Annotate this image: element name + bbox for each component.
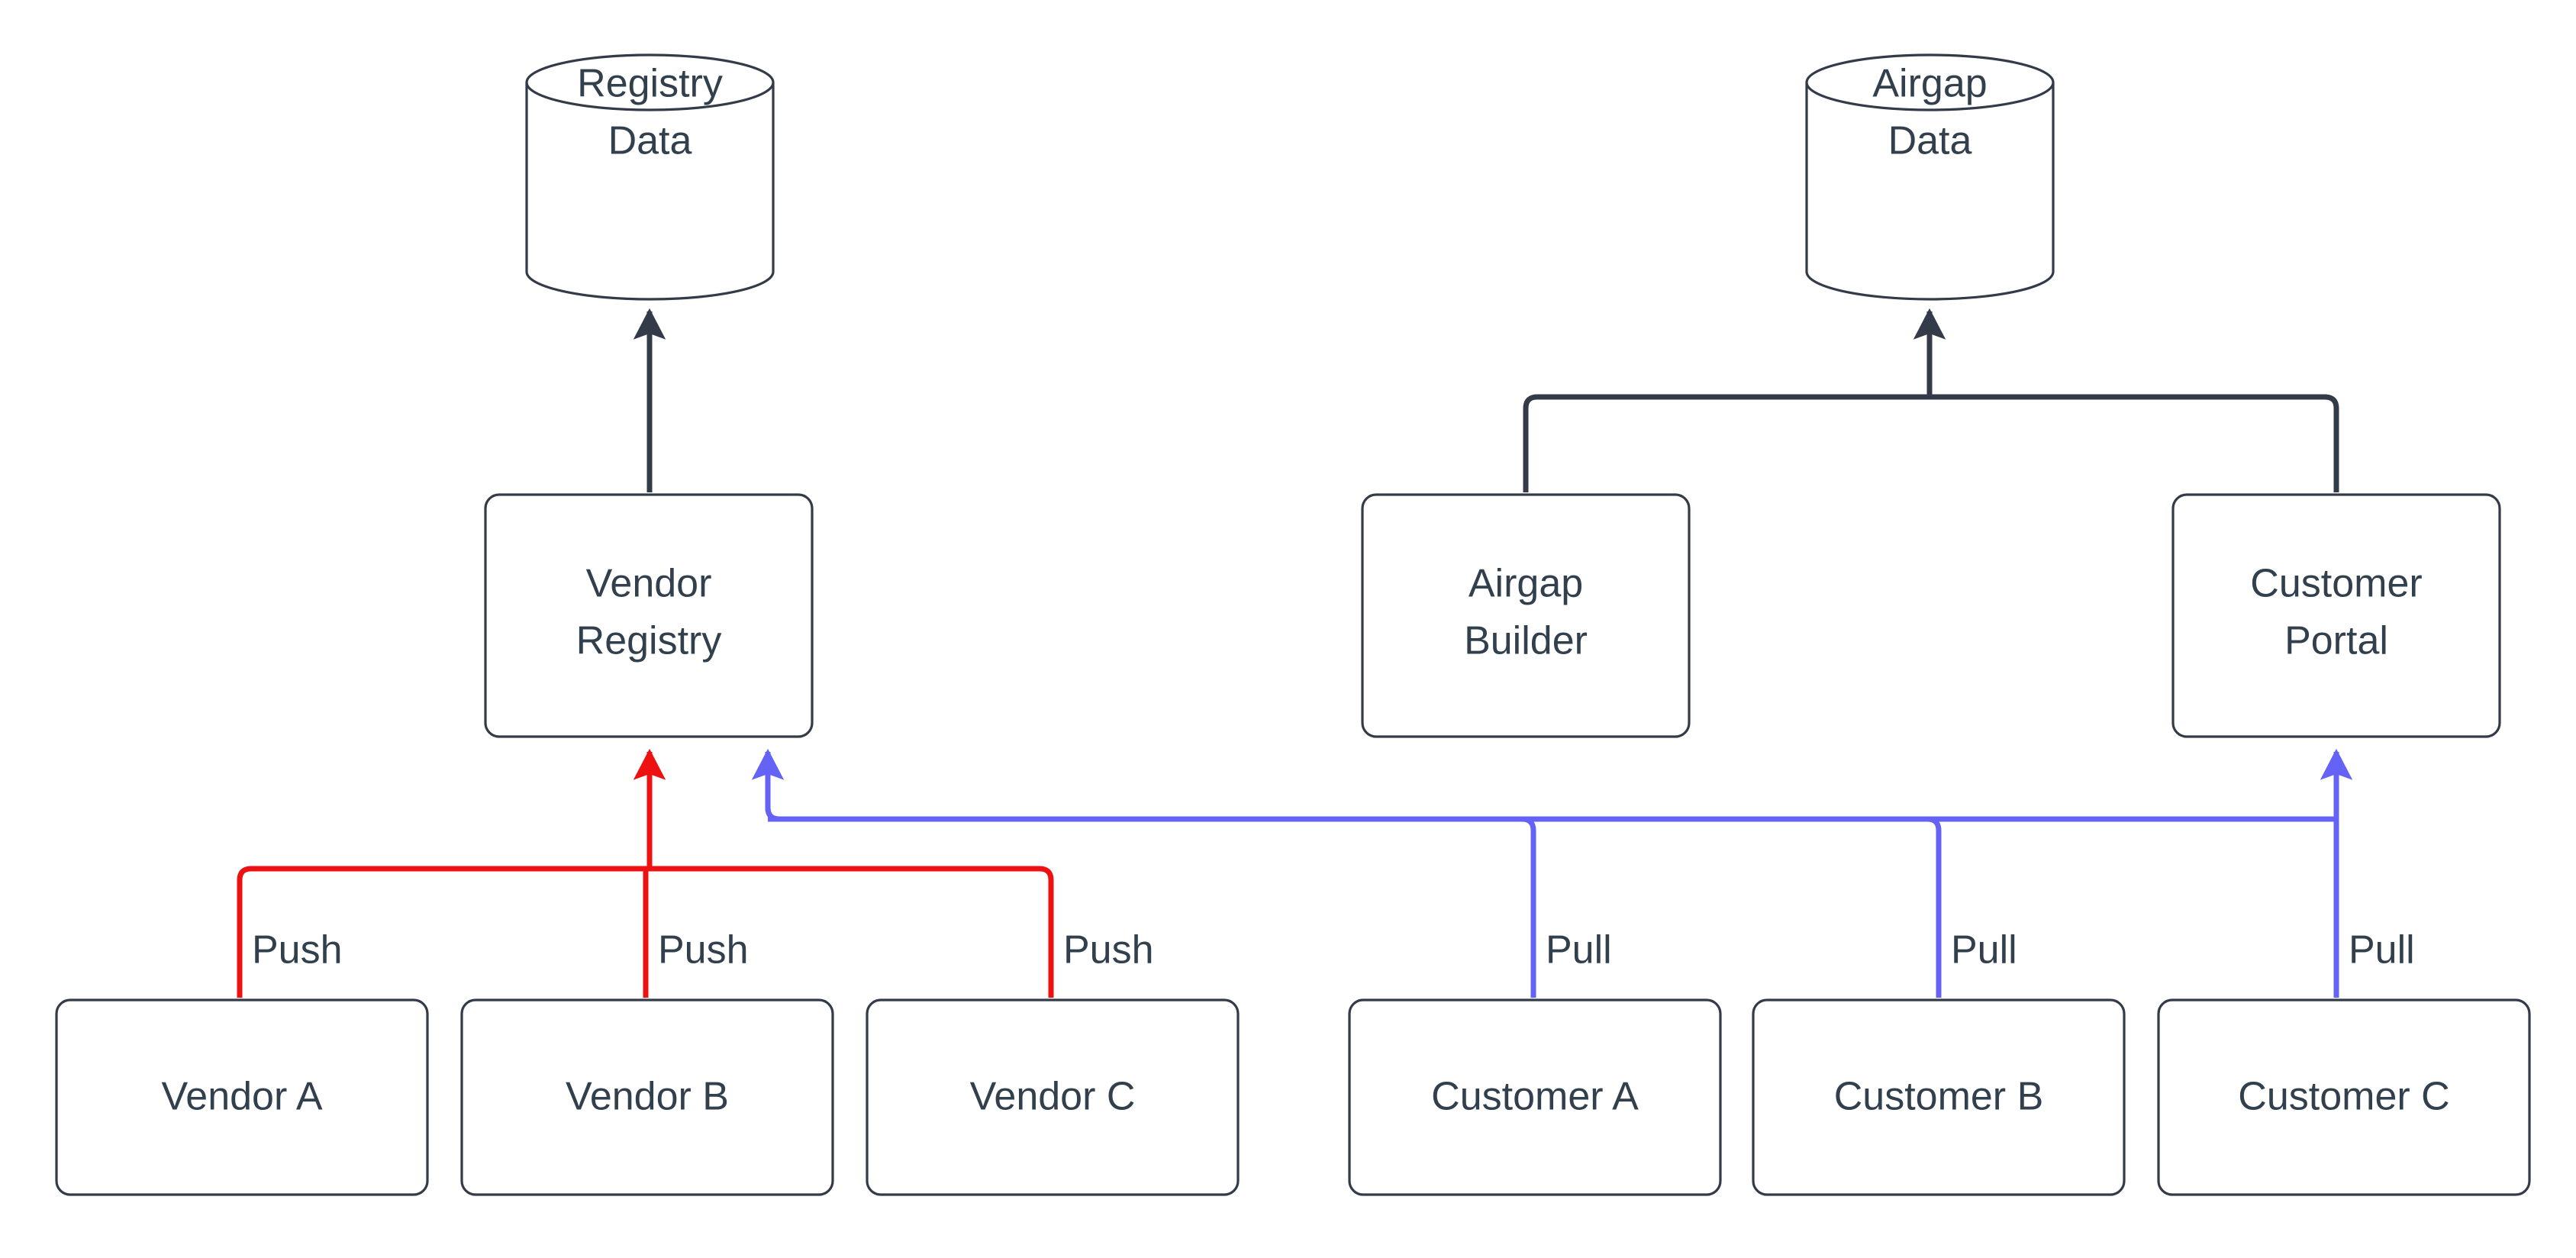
edge-labels-layer: Push Push Push Pull Pull Pull — [252, 928, 2415, 973]
edge-label-push-vendor-b: Push — [658, 928, 749, 973]
customer-b-box — [1752, 998, 2126, 1196]
edge-vendor-a-push — [237, 866, 650, 998]
vendor-b-box — [460, 998, 834, 1196]
registry-data-cylinder-body — [525, 82, 775, 301]
node-vendor-c[interactable]: Vendor C — [866, 998, 1240, 1196]
node-customer-a[interactable]: Customer A — [1348, 998, 1722, 1196]
node-customer-b[interactable]: Customer B — [1752, 998, 2126, 1196]
airgap-data-cylinder-body — [1805, 82, 2055, 301]
vendor-registry-box — [484, 493, 814, 738]
edge-vendor-c-push — [650, 866, 1054, 998]
airgap-data-label-line1: Airgap — [1872, 62, 1987, 106]
edge-customer-portal-to-airgap-data — [1930, 394, 2339, 492]
edges-layer — [237, 308, 2353, 998]
node-airgap-builder[interactable]: Airgap Builder — [1361, 493, 1691, 738]
node-customer-c[interactable]: Customer C — [2157, 998, 2531, 1196]
airgap-builder-label-line1: Airgap — [1469, 562, 1583, 606]
customer-portal-label-line1: Customer — [2250, 562, 2422, 606]
customer-a-label: Customer A — [1431, 1075, 1639, 1119]
registry-data-cylinder-top — [525, 53, 775, 111]
registry-data-label-line1: Registry — [577, 62, 723, 106]
edge-label-push-vendor-a: Push — [252, 928, 343, 973]
node-vendor-b[interactable]: Vendor B — [460, 998, 834, 1196]
node-vendor-registry[interactable]: Vendor Registry — [484, 493, 814, 738]
edge-label-pull-customer-c: Pull — [2349, 928, 2415, 973]
customer-portal-label-line2: Portal — [2284, 619, 2388, 663]
airgap-data-cylinder-top — [1805, 53, 2055, 111]
customer-c-label: Customer C — [2238, 1075, 2449, 1119]
vendor-a-label: Vendor A — [161, 1075, 322, 1119]
vendor-c-box — [866, 998, 1240, 1196]
airgap-data-label-line2: Data — [1888, 119, 1972, 163]
airgap-builder-box — [1361, 493, 1691, 738]
edge-customer-b-pull — [765, 752, 1942, 998]
customer-a-box — [1348, 998, 1722, 1196]
customer-c-box — [2157, 998, 2531, 1196]
vendor-registry-label-line1: Vendor — [586, 562, 712, 606]
node-customer-portal[interactable]: Customer Portal — [2171, 493, 2501, 738]
vendor-a-box — [55, 998, 429, 1196]
node-airgap-data[interactable]: Airgap Data — [1805, 53, 2055, 301]
registry-data-label-line2: Data — [608, 119, 692, 163]
edge-label-pull-customer-a: Pull — [1546, 928, 1612, 973]
airgap-builder-label-line2: Builder — [1464, 619, 1588, 663]
node-vendor-a[interactable]: Vendor A — [55, 998, 429, 1196]
customer-b-label: Customer B — [1834, 1075, 2044, 1119]
vendor-registry-label-line2: Registry — [576, 619, 722, 663]
edge-label-push-vendor-c: Push — [1063, 928, 1154, 973]
vendor-c-label: Vendor C — [970, 1075, 1136, 1119]
vendor-b-label: Vendor B — [566, 1075, 729, 1119]
edge-label-pull-customer-b: Pull — [1951, 928, 2017, 973]
customer-portal-box — [2171, 493, 2501, 738]
edge-airgap-builder-to-airgap-data — [1523, 394, 1930, 492]
node-registry-data[interactable]: Registry Data — [525, 53, 775, 301]
